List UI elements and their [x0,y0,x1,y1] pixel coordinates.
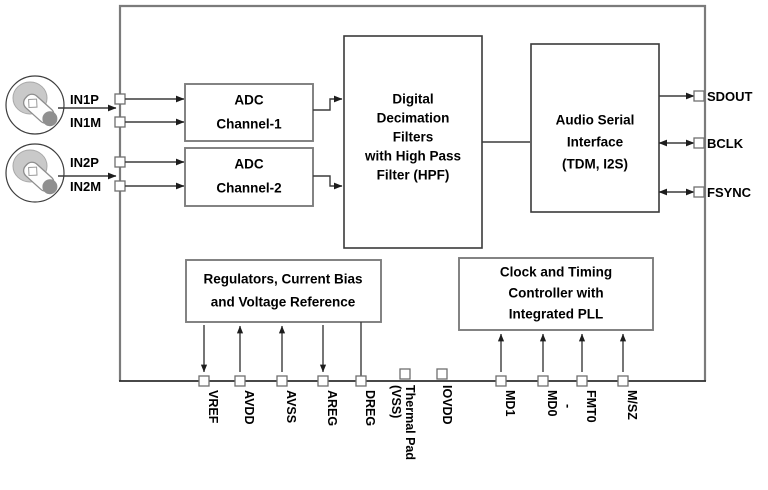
block-adc2-line1: ADC [234,157,263,172]
pad-in1m [114,116,126,128]
microphone-icon [5,75,65,135]
block-ddf-line1: Digital [392,92,433,107]
wire-adc2-to-ddf [313,175,343,190]
pad-in2p [114,156,126,168]
block-asi-line3: (TDM, I2S) [562,157,628,172]
block-clk-line2: Controller with [508,286,603,301]
pad-avdd [234,375,246,387]
pad-msz [617,375,629,387]
block-adc1-line2: Channel-1 [216,117,282,132]
block-ddf-line2: Decimation [377,111,450,126]
microphone-icon [5,143,65,203]
block-ddf-line3: Filters [393,130,434,145]
block-ddf-line5: Filter (HPF) [377,168,450,183]
pin-label-in1m: IN1M [70,115,101,130]
pin-label-thermal-pad-sub: (VSS) [389,385,403,418]
pad-md1 [495,375,507,387]
wire-adc1-to-ddf [313,95,343,111]
pad-md0 [537,375,549,387]
pin-label-md0: MD0 [545,390,559,416]
bottom-pin-dreg: DREG [355,322,377,426]
bottom-pin-thermal-pad: Thermal Pad (VSS) [389,368,417,460]
pad-bclk [693,137,705,149]
pin-label-vref: VREF [206,390,220,424]
bottom-pin-avss: AVSS [276,325,298,423]
block-digital-decimation-filters: Digital Decimation Filters with High Pas… [343,35,483,249]
block-regulators: Regulators, Current Bias and Voltage Ref… [185,259,382,323]
bottom-pin-vref: VREF [198,325,220,424]
pad-in2m [114,180,126,192]
bottom-pin-msz: M/SZ [617,333,639,420]
pin-label-avdd: AVDD [242,390,256,425]
pin-label-fmt0: FMT0 [584,390,598,423]
pin-label-md1: MD1 [503,390,517,416]
bottom-pin-separator: - [561,404,575,408]
pad-thermal [399,368,411,380]
pad-avss [276,375,288,387]
bottom-pin-iovdd: IOVDD [436,368,454,425]
block-clk-line3: Integrated PLL [509,307,604,322]
pad-fsync [693,186,705,198]
bottom-pin-areg: AREG [317,325,339,426]
pin-label-in1p: IN1P [70,92,99,107]
block-reg-line2: and Voltage Reference [211,295,356,310]
pin-label-areg: AREG [325,390,339,426]
pin-label-fsync: FSYNC [707,185,752,200]
bottom-pin-md0: MD0 [537,333,559,416]
chip-boundary [118,4,707,381]
block-asi-line1: Audio Serial [556,113,635,128]
bottom-pin-fmt0: FMT0 [576,333,598,423]
pad-iovdd [436,368,448,380]
pad-dreg [355,375,367,387]
pin-label-msz: M/SZ [625,390,639,420]
pad-in1p [114,93,126,105]
bottom-pin-avdd: AVDD [234,325,256,425]
pin-label-sdout: SDOUT [707,89,753,104]
pad-vref [198,375,210,387]
pin-label-iovdd: IOVDD [440,385,454,425]
block-adc-channel-2: ADC Channel-2 [184,147,314,207]
block-adc-channel-1: ADC Channel-1 [184,83,314,142]
pad-areg [317,375,329,387]
block-audio-serial-interface: Audio Serial Interface (TDM, I2S) [530,43,660,213]
block-adc1-line1: ADC [234,93,263,108]
block-ddf-line4: with High Pass [364,149,461,164]
block-reg-line1: Regulators, Current Bias [203,272,362,287]
block-clock-timing-controller: Clock and Timing Controller with Integra… [458,257,654,331]
pin-label-avss: AVSS [284,390,298,423]
block-asi-line2: Interface [567,135,624,150]
pin-label-thermal-pad: Thermal Pad [403,385,417,460]
bottom-pin-md1: MD1 [495,333,517,416]
block-clk-line1: Clock and Timing [500,265,612,280]
block-adc2-line2: Channel-2 [216,181,281,196]
pad-sdout [693,90,705,102]
pin-label-in2m: IN2M [70,179,101,194]
pad-fmt0 [576,375,588,387]
pin-label-dreg: DREG [363,390,377,426]
pin-label-bclk: BCLK [707,136,744,151]
pin-label-in2p: IN2P [70,155,99,170]
